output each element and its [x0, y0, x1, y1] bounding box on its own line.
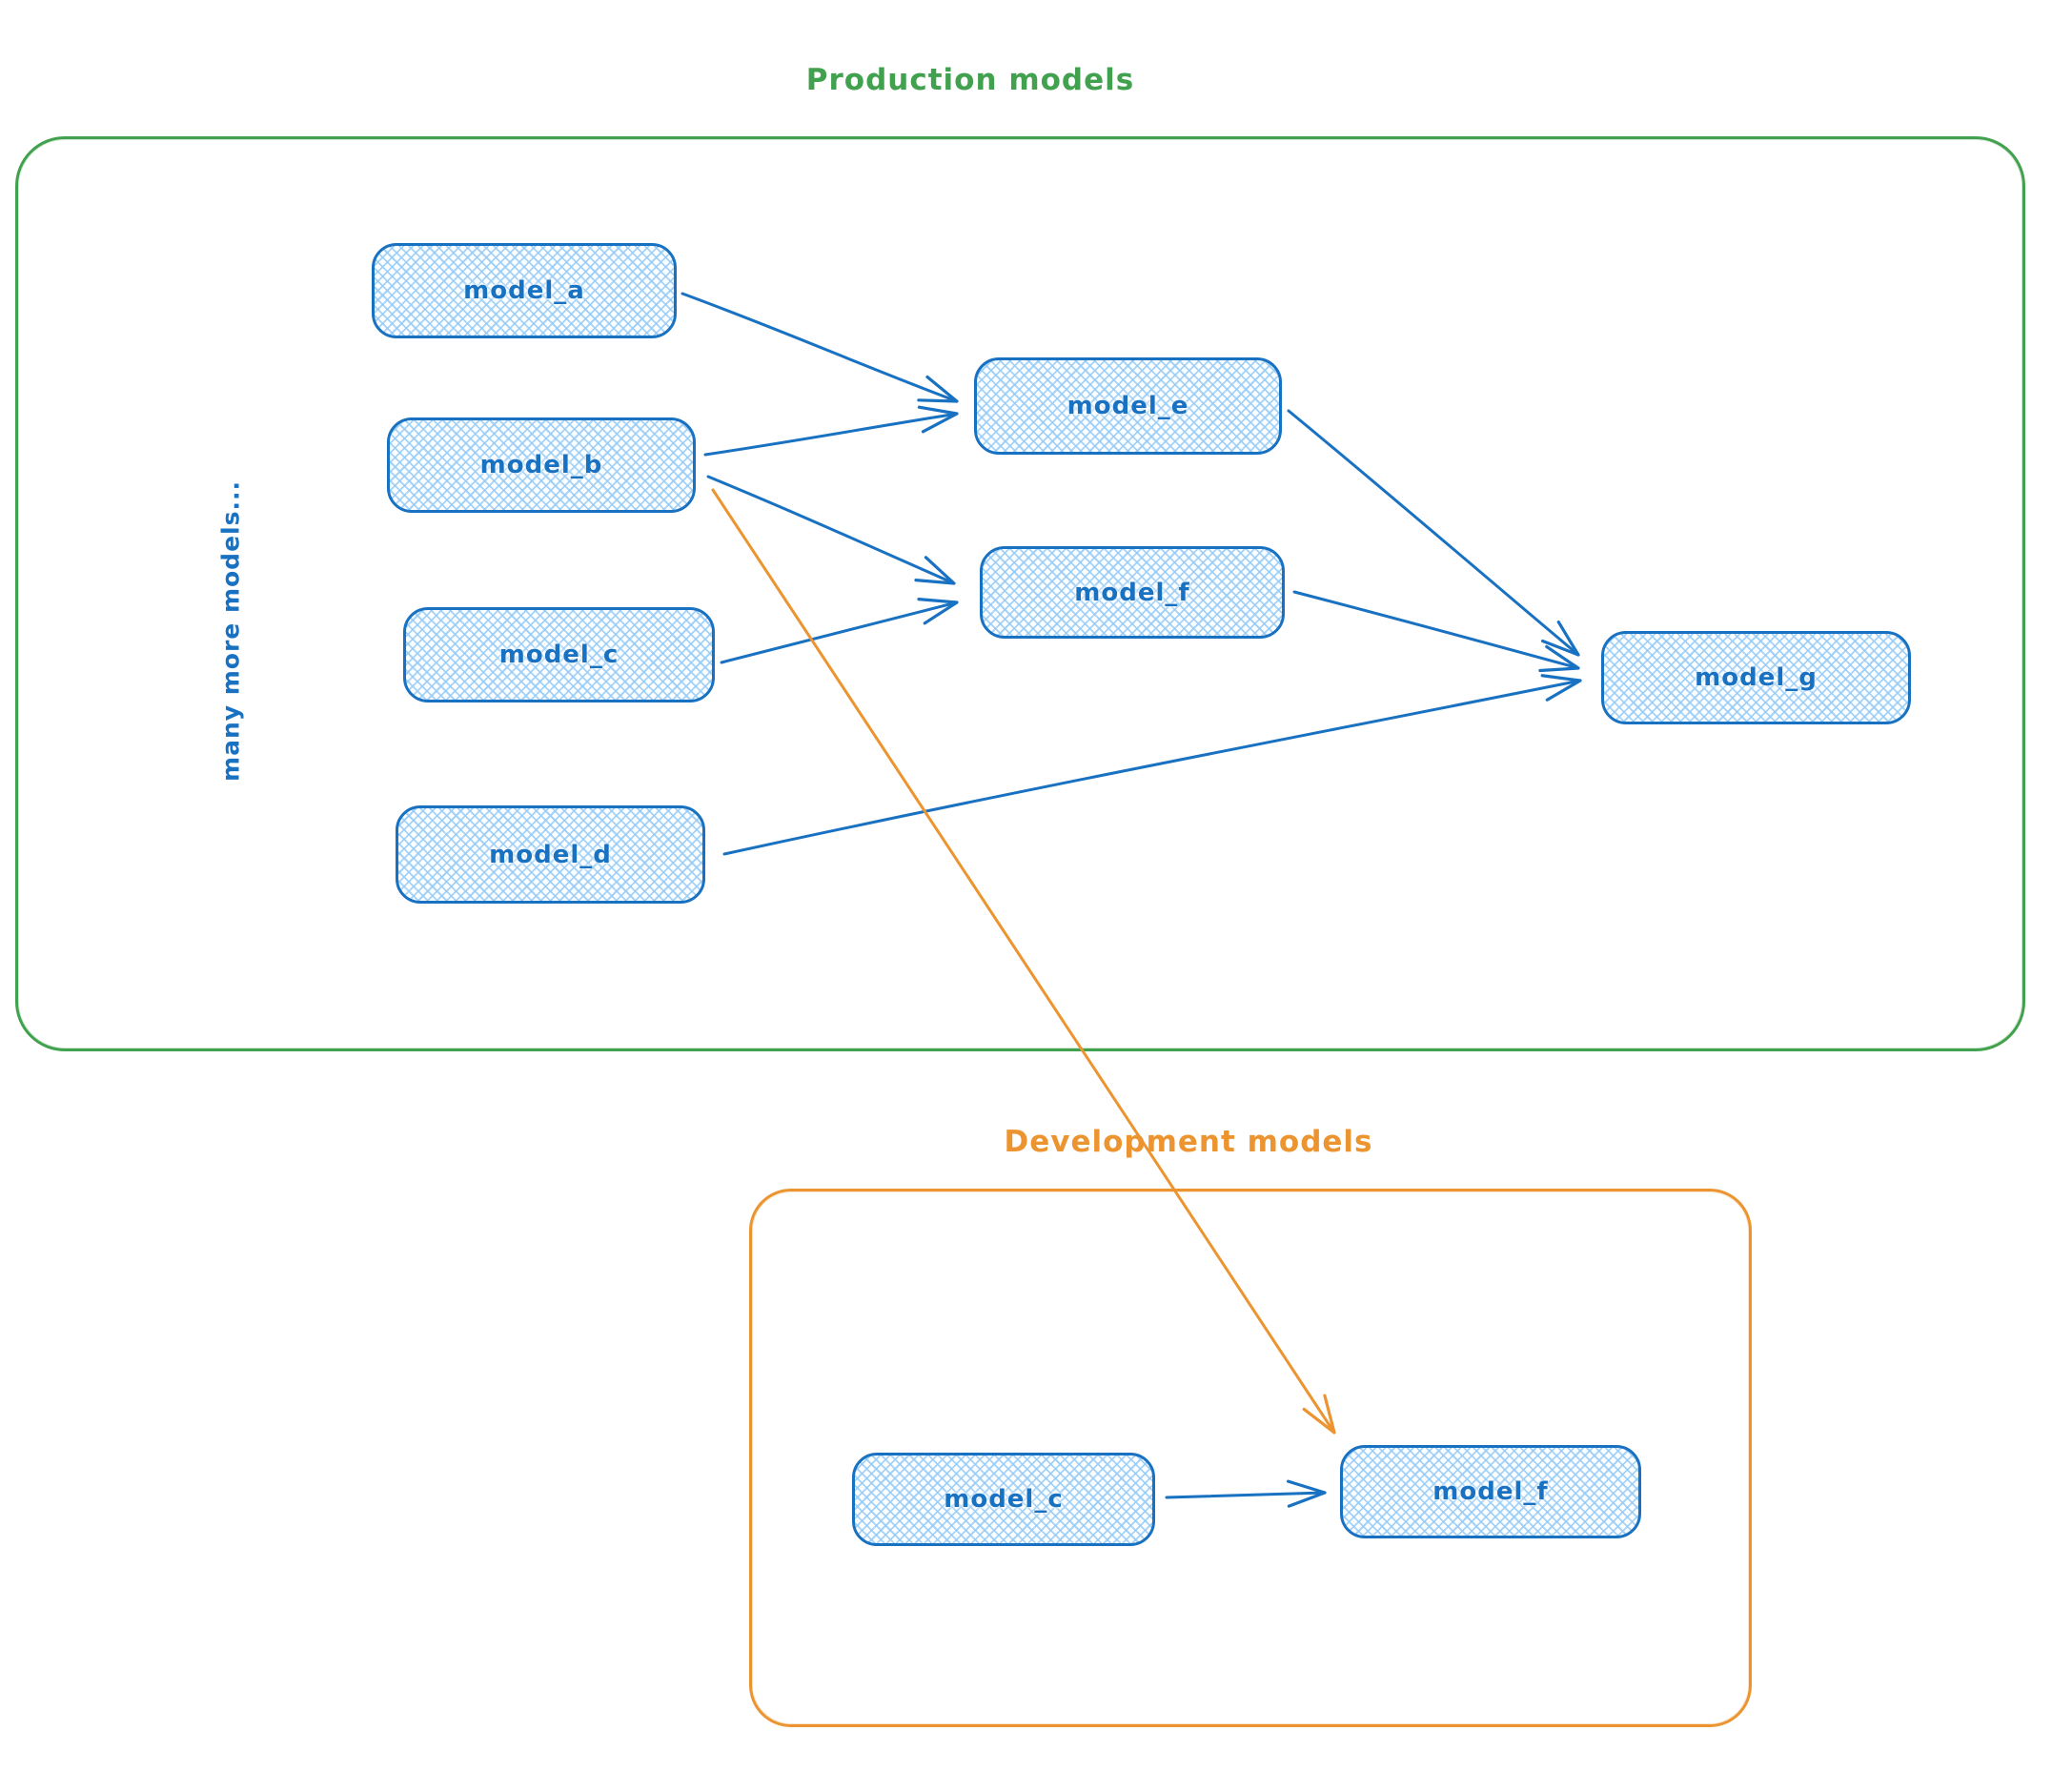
node-model-d-label: model_d [489, 840, 612, 869]
node-model-b: model_b [387, 417, 696, 513]
node-dev-model-c-label: model_c [944, 1485, 1064, 1514]
production-title: Production models [805, 63, 1135, 97]
node-dev-model-c: model_c [852, 1453, 1155, 1546]
node-model-f: model_f [980, 546, 1285, 639]
node-model-b-label: model_b [479, 451, 603, 479]
node-model-d: model_d [396, 805, 705, 904]
node-model-g-label: model_g [1695, 663, 1818, 692]
many-more-models-label: many more models... [216, 480, 245, 782]
node-model-e-label: model_e [1066, 392, 1189, 420]
node-model-f-label: model_f [1074, 578, 1190, 607]
node-dev-model-f: model_f [1340, 1445, 1641, 1538]
node-model-c: model_c [403, 607, 715, 702]
node-model-a: model_a [372, 243, 677, 338]
node-dev-model-f-label: model_f [1432, 1477, 1549, 1506]
node-model-c-label: model_c [498, 641, 620, 669]
node-model-a-label: model_a [463, 276, 585, 305]
node-model-e: model_e [974, 357, 1282, 455]
node-model-g: model_g [1601, 631, 1911, 724]
development-title: Development models [1004, 1125, 1373, 1159]
